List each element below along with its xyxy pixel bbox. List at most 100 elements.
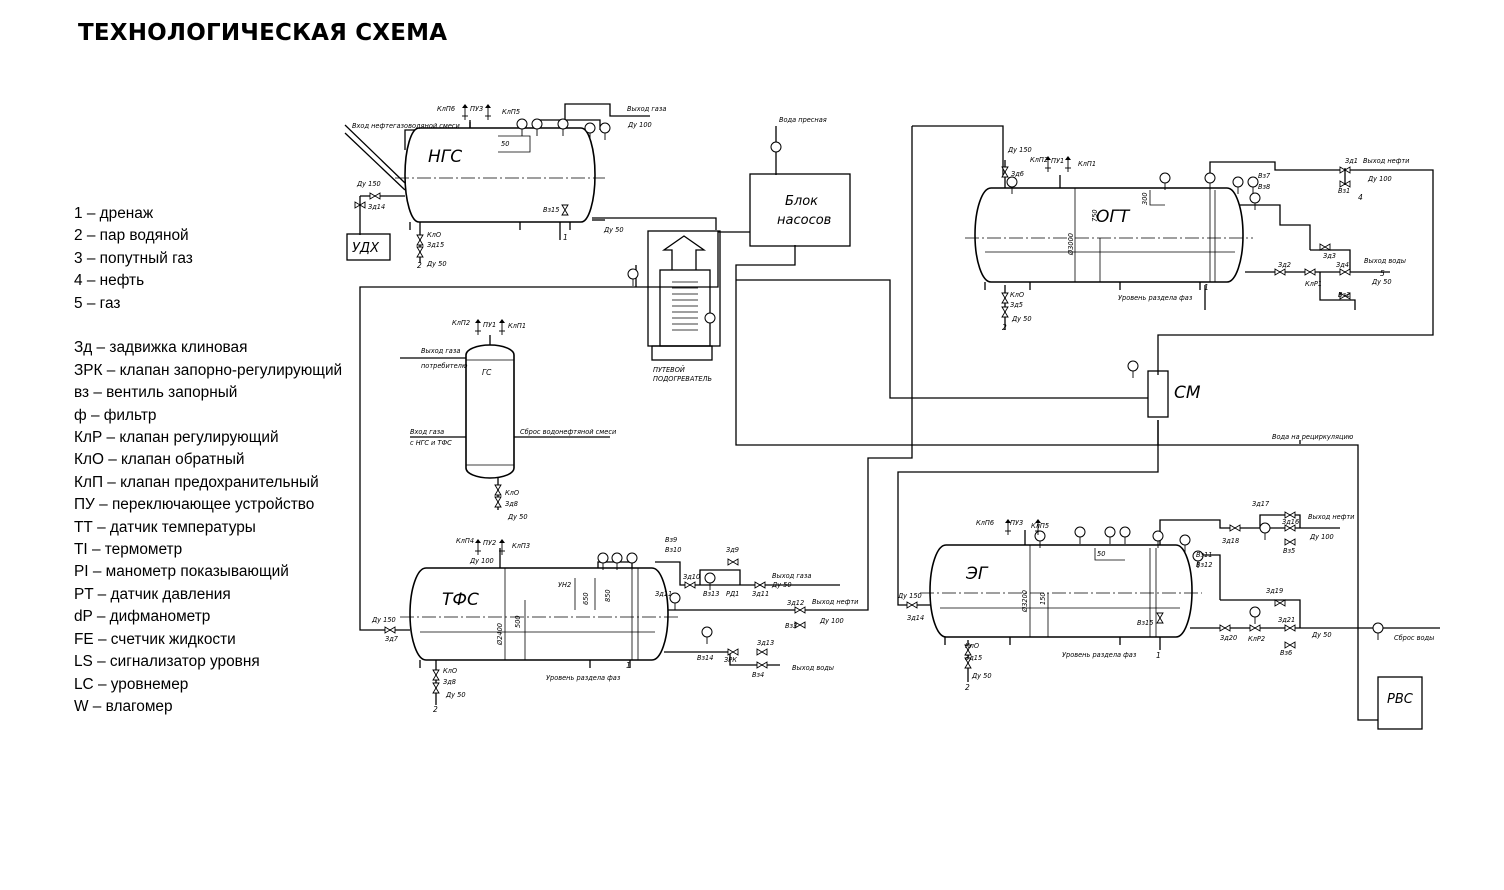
- v13-label: Вз13: [703, 590, 719, 598]
- legend-item: LC – уровнемер: [74, 675, 189, 693]
- dim-label: 150: [1039, 592, 1047, 605]
- klp6-label: КлП6: [437, 105, 455, 113]
- phase-level-label: Уровень раздела фаз: [1062, 651, 1137, 659]
- legend-item: вз – вентиль запорный: [74, 384, 238, 402]
- legend-item: W – влагомер: [74, 697, 173, 715]
- v15-label: Вз15: [543, 206, 559, 214]
- du50-label: Ду 50: [1011, 315, 1032, 323]
- klp5-label: КлП5: [1031, 522, 1049, 530]
- klo-label: КлО: [1010, 291, 1024, 299]
- z13-label: Зд13: [757, 639, 774, 647]
- pu1-label: ПУ1: [483, 321, 496, 329]
- z14-label: Зд14: [907, 614, 924, 622]
- klo-label: КлО: [443, 667, 457, 675]
- du50-label: Ду 50: [971, 672, 992, 680]
- stream-number: 5: [1380, 269, 1385, 278]
- legend-item: ЗРК – клапан запорно-регулирующий: [74, 361, 343, 379]
- dim-label: 500: [514, 615, 522, 628]
- waste-water-label: Сброс воды: [1394, 634, 1434, 642]
- oil-out-label: Выход нефти: [1363, 157, 1410, 165]
- dim-label: 750: [1091, 209, 1099, 222]
- du150-label: Ду 150: [371, 616, 396, 624]
- water-out-label: Выход воды: [792, 664, 834, 672]
- phase-level-label: Уровень раздела фаз: [1118, 294, 1193, 302]
- uh2-label: УН2: [558, 581, 571, 589]
- legend-item: 5 – газ: [74, 294, 121, 312]
- stream-number: 1: [563, 233, 568, 242]
- stream-number: 1: [626, 661, 631, 670]
- line-heater[interactable]: ПУТЕВОЙ ПОДОГРЕВАТЕЛЬ: [647, 230, 721, 383]
- v15-label: Вз15: [1137, 619, 1153, 627]
- dim-label: 50: [501, 140, 509, 148]
- sm-unit[interactable]: СМ: [1147, 370, 1201, 418]
- v1-label: Вз1: [1338, 187, 1350, 195]
- z11-label: Зд11: [655, 590, 672, 598]
- rvs-tank[interactable]: РВС: [1377, 676, 1423, 730]
- dim-label: Ø2400: [496, 623, 504, 646]
- gs-gas-out-label-1: Выход газа: [421, 347, 460, 355]
- klr2-label: КлР2: [1248, 635, 1265, 643]
- z9-label: Зд9: [726, 546, 739, 554]
- legend-item: FE – счетчик жидкости: [74, 630, 236, 648]
- du150-label: Ду 150: [356, 180, 381, 188]
- ogt-label: ОГТ: [1096, 207, 1131, 227]
- du150-label: Ду 150: [1007, 146, 1032, 154]
- klr1-label: КлР1: [1305, 280, 1322, 288]
- udkh-label: УДХ: [352, 241, 380, 256]
- legend-item: TI – термометр: [74, 541, 183, 559]
- stream-number: 2: [965, 683, 970, 692]
- pump-block-label-1: Блок: [785, 194, 818, 209]
- gs-vessel[interactable]: ГС: [465, 344, 515, 479]
- z8-label: Зд8: [505, 500, 518, 508]
- heater-label-2: ПОДОГРЕВАТЕЛЬ: [653, 375, 712, 383]
- pu2-label: ПУ2: [483, 539, 496, 547]
- scheme-labels: Вход нефтегазоводяной смеси КлП6 ПУ3 КлП…: [352, 105, 1434, 714]
- stream-number: 4: [1358, 193, 1363, 202]
- z7-label: Зд7: [385, 635, 399, 643]
- dim-label: 650: [582, 592, 590, 605]
- z12-label: Зд12: [787, 599, 804, 607]
- ngs-vessel[interactable]: НГС 50: [395, 120, 605, 230]
- eg-vessel[interactable]: ЭГ Ø3200 150 50: [920, 544, 1202, 645]
- legend-item: Зд – задвижка клиновая: [74, 339, 248, 357]
- legend-item: dP – дифманометр: [74, 608, 211, 626]
- z20-label: Зд20: [1220, 634, 1237, 642]
- z8-label: Зд8: [443, 678, 456, 686]
- du50-label: Ду 50: [603, 226, 624, 234]
- z4-label: Зд4: [1336, 261, 1349, 269]
- ogt-vessel[interactable]: ОГТ Ø3000 750 300: [965, 187, 1253, 290]
- z3-label: Зд3: [1323, 252, 1336, 260]
- rd1-label: РД1: [726, 590, 739, 598]
- gs-label: ГС: [482, 368, 492, 377]
- z19-label: Зд19: [1266, 587, 1283, 595]
- legend-item: LS – сигнализатор уровня: [74, 653, 260, 671]
- pu3-label: ПУ3: [1010, 519, 1023, 527]
- z6-label: Зд6: [1011, 170, 1024, 178]
- legend-item: PT – датчик давления: [74, 585, 231, 603]
- gs-discharge-label: Сброс водонефтяной смеси: [520, 428, 617, 436]
- pump-block-label-2: насосов: [777, 213, 831, 228]
- legend-item: 2 – пар водяной: [74, 227, 189, 245]
- du50-label: Ду 50: [1371, 278, 1392, 286]
- v2-label: Вз2: [1338, 291, 1350, 299]
- recirc-water-label: Вода на рециркуляцию: [1272, 433, 1354, 441]
- gas-out-label: Выход газа: [772, 572, 811, 580]
- z1-label: Зд1: [1345, 157, 1358, 165]
- v8-label: Вз8: [1258, 183, 1270, 191]
- sm-label: СМ: [1174, 383, 1201, 403]
- phase-level-label: Уровень раздела фаз: [546, 674, 621, 682]
- z14-label: Зд14: [368, 203, 385, 211]
- klo-label: КлО: [427, 231, 441, 239]
- du100-label: Ду 100: [1367, 175, 1392, 183]
- pump-block[interactable]: Блок насосов: [749, 173, 851, 247]
- v3-label: Вз3: [785, 622, 797, 630]
- udkh-unit[interactable]: УДХ: [346, 233, 391, 261]
- klp2-label: КлП2: [452, 319, 470, 327]
- klp4-label: КлП4: [456, 537, 474, 545]
- v14-label: Вз14: [697, 654, 713, 662]
- tfs-vessel[interactable]: ТФС Ø2400 500 650 850 УН2: [400, 567, 678, 668]
- du50-label: Ду 50: [1311, 631, 1332, 639]
- z15-label: Зд15: [427, 241, 444, 249]
- z2-label: Зд2: [1278, 261, 1291, 269]
